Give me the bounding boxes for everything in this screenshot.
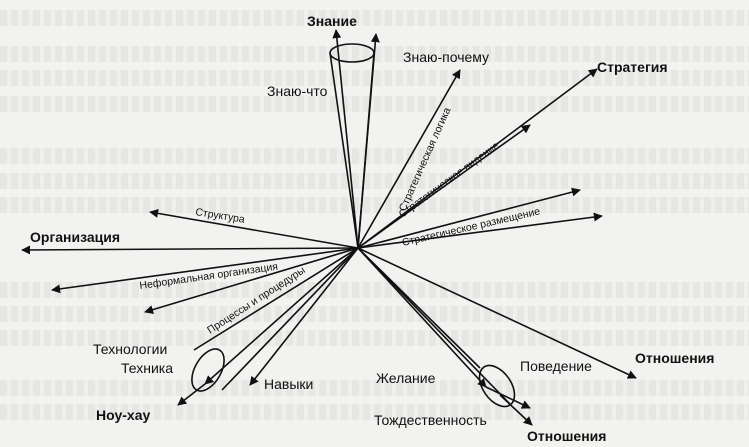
label-zhelanie: Желание [376, 370, 436, 386]
label-tekhnika: Техника [121, 360, 173, 376]
arrow-organizatsiya [21, 245, 359, 255]
label-znayu-chto: Знаю-что [267, 83, 328, 99]
label-nou-khau: Ноу-хау [96, 407, 150, 423]
arrow-neformalnaya-organizatsiya [51, 247, 359, 294]
technology-cone-bottom-edge [221, 247, 359, 391]
label-otnosheniya-bottom: Отношения [527, 428, 606, 444]
knowledge-cone-rim [329, 43, 375, 63]
arrow-tekhnika [204, 247, 359, 385]
label-struktura: Структура [195, 206, 246, 226]
arrow-strategiya [357, 68, 598, 249]
arrow-strategicheskaya-logika [357, 69, 461, 249]
arrow-otnosheniya-right [357, 247, 637, 379]
arrow-navyki [249, 247, 359, 386]
arrow-znayu-pochemu [357, 33, 380, 249]
knowledge-cone-left-edge [329, 52, 359, 249]
arrow-struktura [149, 208, 359, 249]
arrow-strategicheskoe-razmeshchenie-2 [357, 212, 603, 249]
label-znayu-pochemu: Знаю-почему [403, 49, 489, 65]
label-strategiya: Стратегия [597, 59, 668, 75]
label-organizatsiya: Организация [30, 229, 120, 245]
arrow-otnosheniya-bottom [499, 394, 533, 426]
label-znanie: Знание [307, 13, 357, 29]
label-otnosheniya-right: Отношения [635, 350, 714, 366]
label-neformalnaya-organizatsiya: Неформальная организация [139, 261, 279, 292]
technology-cone-top-edge [193, 247, 359, 351]
label-povedenie: Поведение [520, 358, 592, 374]
arrow-zhelanie [357, 247, 487, 388]
label-navyki: Навыки [264, 376, 313, 392]
label-tozhdestvennost: Тождественность [374, 412, 487, 428]
arrow-povedenie [485, 386, 531, 409]
arrow-nou-khau [177, 383, 206, 406]
arrow-znayu-chto [332, 29, 359, 249]
arrow-strategicheskoe-razmeshchenie [357, 187, 581, 249]
arrow-strategicheskoe-videnie [357, 124, 531, 249]
label-tekhnologii: Технологии [93, 341, 167, 357]
arrow-protsessy [144, 247, 359, 314]
